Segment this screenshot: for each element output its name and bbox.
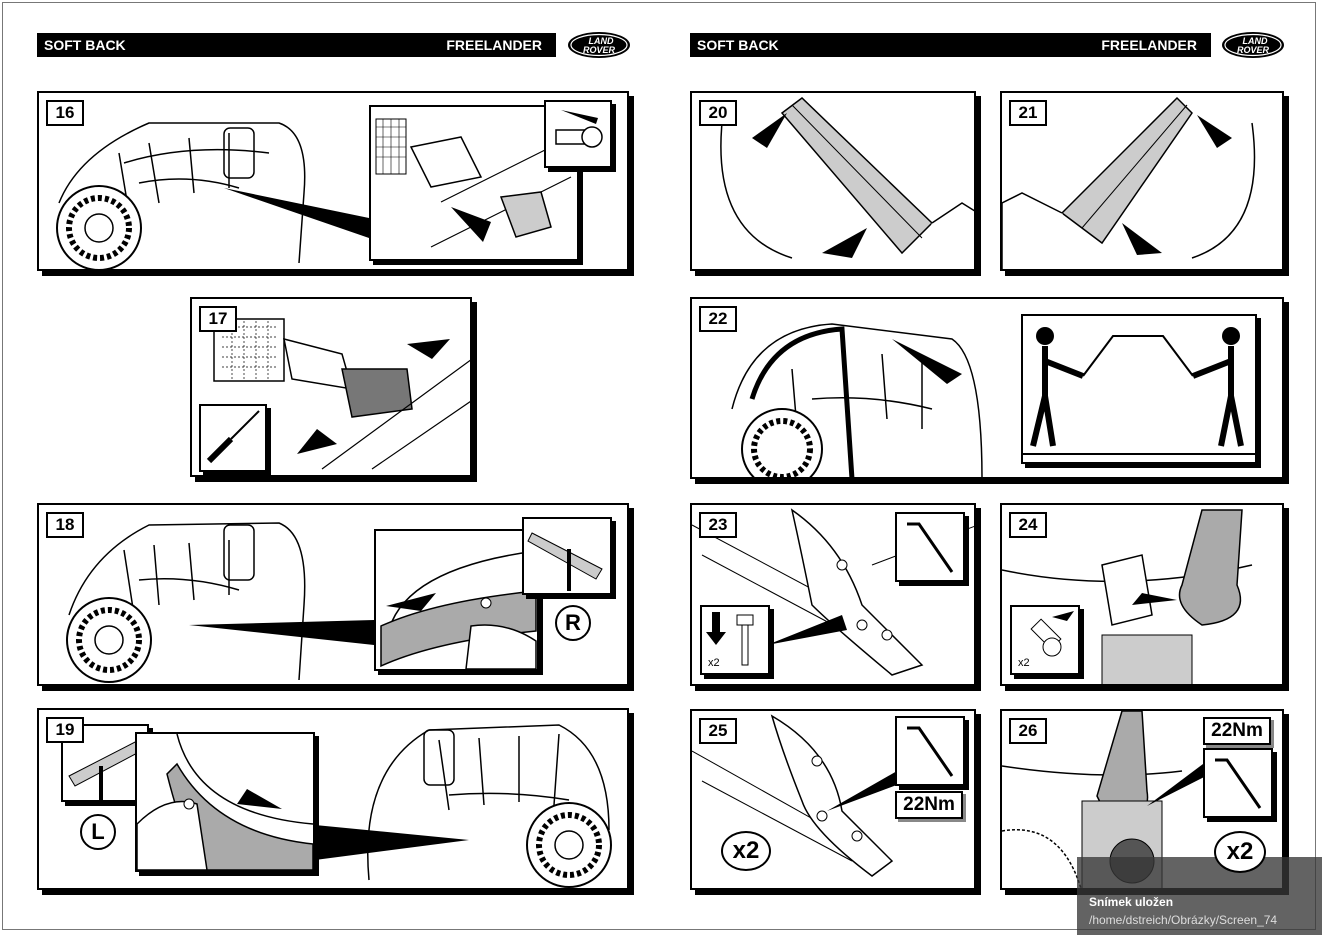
- left-header-title: SOFT BACK: [44, 37, 126, 53]
- hoop-install-illustration: [731, 323, 983, 477]
- vehicle-rear-illustration: [56, 122, 369, 269]
- handle-fixing-illustration: [213, 318, 470, 470]
- bolt-icon-inset: x2: [700, 605, 770, 675]
- step-22-panel: 22: [690, 297, 1284, 479]
- step-number: 26: [1009, 718, 1047, 744]
- vehicle-rear-illustration: [66, 522, 374, 683]
- quantity-x2-marker: x2: [721, 831, 771, 871]
- logo-text-bottom: ROVER: [583, 45, 616, 55]
- side-panel-icon-inset: [522, 517, 612, 595]
- svg-text:ROVER: ROVER: [1237, 45, 1270, 55]
- step-number: 20: [699, 100, 737, 126]
- step-21-panel: 21: [1000, 91, 1284, 271]
- step-number: 16: [46, 100, 84, 126]
- step-25-panel: 25 22Nm x2: [690, 709, 976, 890]
- svg-text:LAND: LAND: [1243, 36, 1268, 46]
- screenshot-saved-notification[interactable]: Snímek uložen /home/dstreich/Obrázky/Scr…: [1077, 857, 1322, 935]
- right-header-title: SOFT BACK: [697, 37, 779, 53]
- step-24-panel: 24 x2: [1000, 503, 1284, 686]
- step-number: 18: [46, 512, 84, 538]
- logo-text-top: LAND: [589, 36, 614, 46]
- step-18-detail-inset: [374, 529, 539, 671]
- step-20-panel: 20: [690, 91, 976, 271]
- step-number: 19: [46, 717, 84, 743]
- screwdriver-icon-inset: [199, 404, 267, 472]
- left-header-bar: SOFT BACK FREELANDER: [37, 33, 556, 57]
- step-number: 17: [199, 306, 237, 332]
- bolt-icon-inset: x2: [1010, 605, 1080, 675]
- hex-key-icon-inset: [895, 716, 965, 786]
- hex-key-icon-inset: [895, 512, 965, 582]
- rail-fitting-illustration: [1002, 96, 1256, 269]
- trim-fitting-illustration: [1002, 509, 1253, 684]
- step-26-panel: 26 22Nm x2: [1000, 709, 1284, 890]
- step-23-panel: 23 x2: [690, 503, 976, 686]
- step-number: 24: [1009, 512, 1047, 538]
- notification-path: /home/dstreich/Obrázky/Screen_74: [1089, 913, 1278, 927]
- step-19-detail-inset: [135, 732, 315, 872]
- torque-value-badge: 22Nm: [1203, 717, 1271, 745]
- quantity-label: x2: [708, 657, 720, 669]
- step-18-panel: 18 R: [37, 503, 629, 686]
- screw-icon-inset: [544, 100, 612, 168]
- bracket-torque-illustration: [692, 714, 902, 877]
- left-header-model: FREELANDER: [446, 37, 542, 53]
- torque-value-badge: 22Nm: [895, 791, 963, 819]
- quantity-label: x2: [1018, 657, 1030, 669]
- step-number: 25: [699, 718, 737, 744]
- bracket-fixing-illustration: [692, 508, 974, 676]
- step-19-panel: 19 L: [37, 708, 629, 890]
- step-16-panel: 16: [37, 91, 629, 271]
- land-rover-logo-right: LAND ROVER: [1221, 31, 1285, 59]
- rail-fitting-illustration: [720, 97, 974, 269]
- step-17-panel: 17: [190, 297, 472, 477]
- right-header-model: FREELANDER: [1101, 37, 1197, 53]
- left-side-marker: L: [80, 814, 116, 850]
- step-number: 23: [699, 512, 737, 538]
- step-number: 22: [699, 306, 737, 332]
- right-side-marker: R: [555, 605, 591, 641]
- notification-title: Snímek uložen: [1089, 895, 1174, 909]
- step-number: 21: [1009, 100, 1047, 126]
- two-person-lift-inset: [1021, 314, 1257, 464]
- land-rover-logo-left: LAND ROVER: [567, 31, 631, 59]
- vehicle-rear-illustration: [315, 724, 612, 888]
- right-header-bar: SOFT BACK FREELANDER: [690, 33, 1211, 57]
- quantity-x2-marker: x2: [1214, 831, 1266, 873]
- hex-key-icon-inset: [1203, 748, 1273, 818]
